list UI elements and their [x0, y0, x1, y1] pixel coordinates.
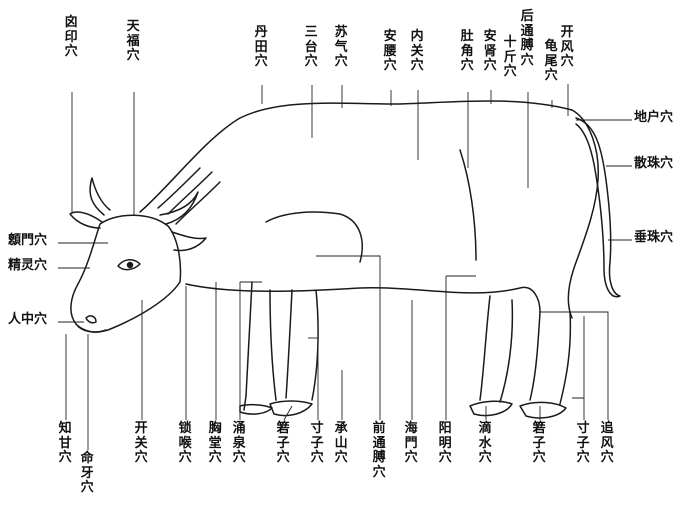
acupoint-label: 命牙穴 — [80, 451, 94, 496]
acupoint-label: 前通膊穴 — [372, 421, 386, 480]
acupoint-label: 承山穴 — [334, 421, 348, 466]
acupoint-label: 寸子穴 — [576, 421, 590, 466]
nostril — [85, 315, 97, 324]
acupoint-label: 滴水穴 — [478, 421, 492, 466]
acupoint-label: 涌泉穴 — [232, 421, 246, 466]
acupoint-label: 阳明穴 — [438, 421, 452, 466]
front-leg-right-back — [311, 289, 319, 401]
front-leg-left — [243, 281, 253, 411]
hip-contour — [459, 149, 477, 261]
acupoint-label: 天福穴 — [126, 19, 140, 64]
acupoint-label: 追风穴 — [600, 421, 614, 466]
acupoint-label: 锁喉穴 — [178, 421, 192, 466]
acupoint-label: 胸堂穴 — [208, 421, 222, 466]
acupoint-label: 顖門穴 — [8, 233, 48, 248]
shoulder-contour — [265, 211, 363, 263]
acupoint-label: 箬子穴 — [532, 421, 546, 466]
acupoint-label: 后通膊穴 — [520, 9, 534, 68]
left-ear — [69, 211, 103, 229]
acupoint-label: 知甘穴 — [58, 421, 72, 466]
hind-hoof-right — [519, 401, 567, 419]
hind-leg-left — [479, 295, 491, 401]
acupoint-label: 安腰穴 — [383, 29, 397, 74]
acupoint-label: 地户穴 — [634, 110, 674, 125]
hind-leg-left-back — [499, 299, 514, 403]
acupoint-label: 苏气穴 — [334, 25, 348, 70]
acupoint-label: 安肾穴 — [483, 29, 497, 74]
front-leg-right — [285, 289, 293, 399]
front-hoof-right — [269, 400, 313, 417]
acupoint-label: 肚角穴 — [460, 29, 474, 74]
acupoint-label: 箬子穴 — [276, 421, 290, 466]
hind-leg-right-back — [559, 311, 572, 405]
hind-leg-right — [529, 311, 541, 401]
acupoint-label: 龟尾穴 — [544, 39, 558, 84]
right-ear — [171, 231, 207, 252]
acupoint-label: 开风穴 — [560, 25, 574, 70]
mouth — [77, 325, 107, 333]
acupoint-label: 散珠穴 — [634, 156, 674, 171]
acupoint-label: 海門穴 — [404, 421, 418, 466]
tail — [575, 117, 621, 298]
rump — [567, 109, 599, 319]
acupoint-label: 囟印穴 — [64, 15, 78, 60]
head-outline — [70, 214, 182, 333]
left-horn — [89, 177, 111, 216]
acupoint-label: 寸子穴 — [310, 421, 324, 466]
acupoint-label: 十斤穴 — [503, 35, 517, 80]
acupoint-label: 开关穴 — [134, 421, 148, 466]
right-horn — [159, 191, 199, 225]
acupoint-label: 内关穴 — [410, 29, 424, 74]
belly — [185, 283, 541, 313]
acupoint-label: 丹田穴 — [254, 25, 268, 70]
hind-hoof-left — [469, 400, 513, 417]
acupoint-label: 精灵穴 — [8, 258, 48, 273]
acupoint-label: 人中穴 — [8, 312, 48, 327]
neck-fold — [157, 167, 221, 225]
eye — [117, 259, 141, 271]
body-top — [139, 100, 573, 213]
acupoint-label: 垂珠穴 — [634, 230, 674, 245]
front-leg-left-back — [269, 289, 277, 401]
acupoint-label: 三台穴 — [304, 25, 318, 70]
